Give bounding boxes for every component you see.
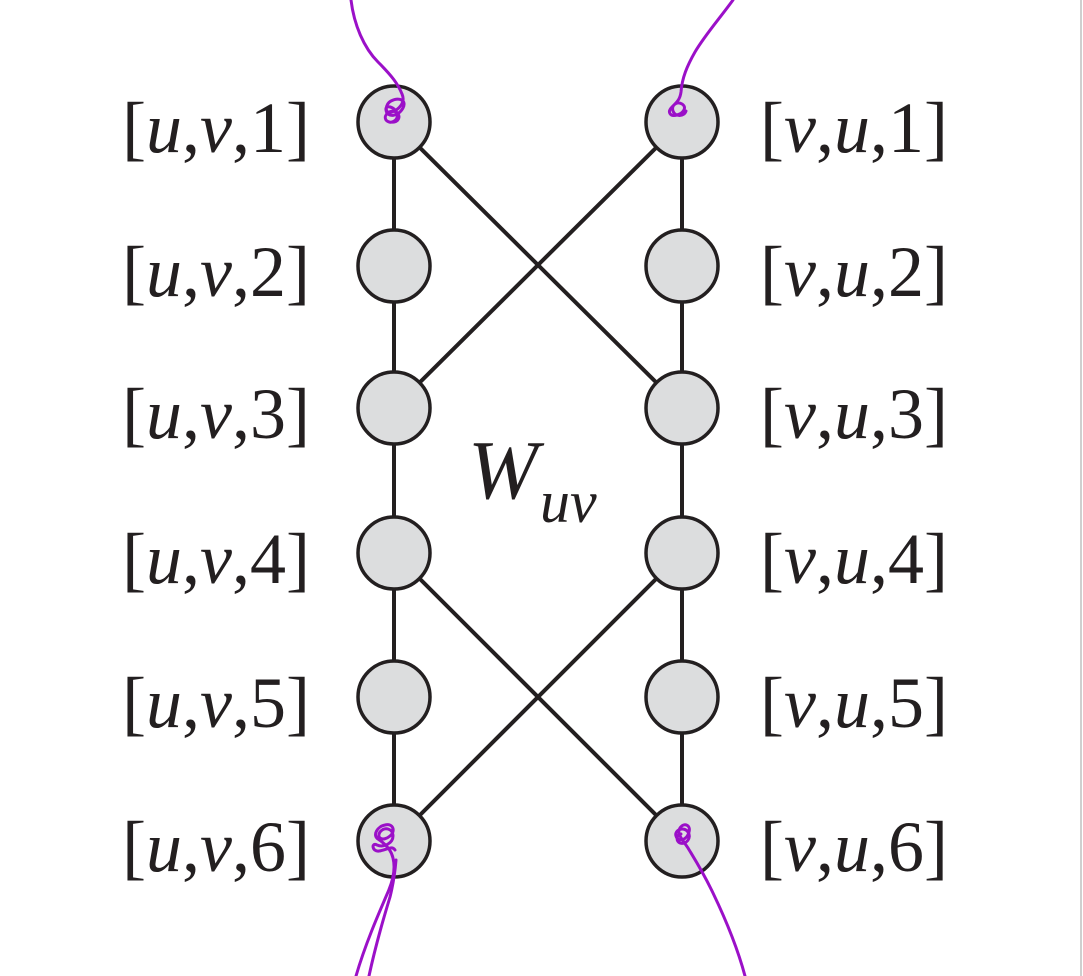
label-uv-1: [u,v,1]	[122, 88, 310, 168]
node-vu-4	[644, 515, 720, 591]
edge-vu1-uv3	[392, 120, 684, 410]
node-uv-4	[356, 515, 432, 591]
label-vu-1: [v,u,1]	[760, 88, 948, 168]
cross-edges	[392, 120, 684, 843]
node-uv-2	[356, 228, 432, 304]
label-vu-3: [v,u,3]	[760, 374, 948, 454]
weight-label-subscript: uv	[540, 469, 597, 535]
label-vu-5: [v,u,5]	[760, 663, 948, 743]
node-vu-1	[644, 84, 720, 160]
label-uv-3: [u,v,3]	[122, 374, 310, 454]
left-nodes	[356, 84, 432, 879]
node-uv-3	[356, 370, 432, 446]
label-uv-6: [u,v,6]	[122, 807, 310, 887]
annotation-strokes	[349, 0, 747, 976]
label-vu-2: [v,u,2]	[760, 232, 948, 312]
annotation-stroke-top-left	[349, 0, 406, 124]
label-vu-6: [v,u,6]	[760, 807, 948, 887]
right-labels: [v,u,1] [v,u,2] [v,u,3] [v,u,4] [v,u,5] …	[760, 88, 948, 887]
label-uv-2: [u,v,2]	[122, 232, 310, 312]
right-nodes	[644, 84, 720, 879]
node-vu-5	[644, 659, 720, 735]
left-labels: [u,v,1] [u,v,2] [u,v,3] [u,v,4] [u,v,5] …	[122, 88, 310, 887]
edge-vu4-uv6	[392, 551, 684, 843]
weight-label: W uv	[468, 424, 597, 535]
node-vu-3	[644, 370, 720, 446]
annotation-stroke-bottom-left-2	[367, 858, 398, 976]
label-uv-4: [u,v,4]	[122, 519, 310, 599]
weight-label-main: W	[468, 424, 545, 517]
node-vu-2	[644, 228, 720, 304]
annotation-stroke-top-right	[668, 0, 735, 117]
label-vu-4: [v,u,4]	[760, 519, 948, 599]
label-uv-5: [u,v,5]	[122, 663, 310, 743]
node-uv-5	[356, 659, 432, 735]
annotation-stroke-bottom-right	[674, 823, 747, 976]
